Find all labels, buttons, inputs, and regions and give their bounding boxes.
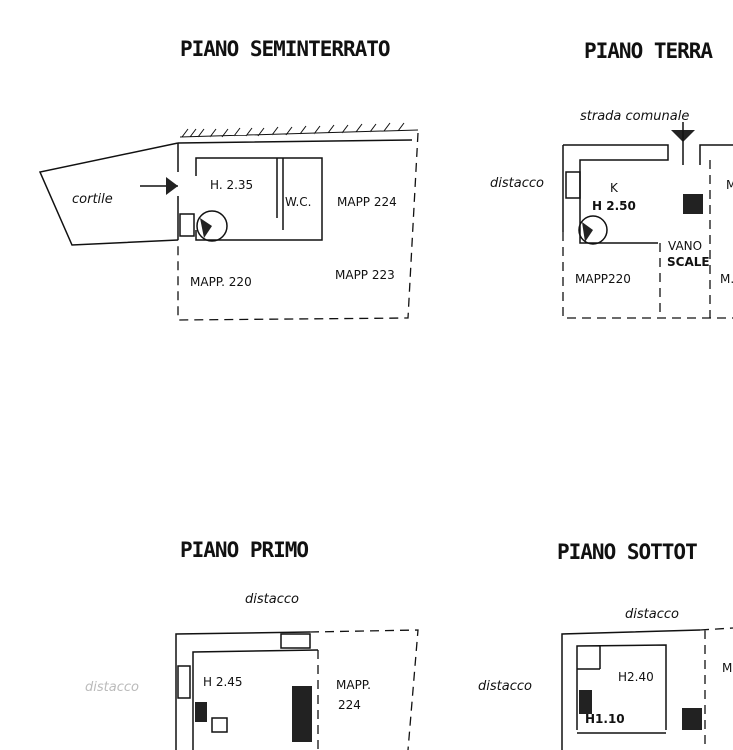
label-mapp-223: MAPP 223: [335, 268, 395, 282]
stair-icon: [211, 717, 228, 733]
entry-arrow-icon: [166, 177, 178, 195]
window-icon: [565, 171, 581, 199]
label-distacco: distacco: [478, 679, 532, 694]
plan-title: PIANO TERRA: [584, 39, 713, 63]
label-height: H. 2.35: [210, 178, 253, 192]
label-distacco: distacco: [490, 176, 544, 191]
outer-wall: [175, 631, 319, 750]
plan-seminterrato: PIANO SEMINTERRATO cortile H. 2.35 W.C. …: [38, 37, 419, 321]
spiral-stair-icon: [196, 210, 228, 242]
plan-title: PIANO SEMINTERRATO: [180, 37, 390, 61]
stair-icon: [683, 194, 703, 214]
label-wc: W.C.: [285, 195, 312, 209]
window-icon: [177, 665, 191, 699]
label-mapp-partial: M: [722, 661, 732, 675]
label-mapp: MAPP.: [336, 678, 371, 692]
label-kitchen: K: [610, 181, 619, 195]
plan-title: PIANO SOTTOT: [557, 540, 697, 564]
label-mapp-partial: M: [726, 178, 733, 192]
stair-icon: [579, 690, 592, 714]
outer-wall: [177, 139, 413, 240]
label-height: H1.10: [585, 712, 625, 726]
label-vano: VANO: [668, 239, 702, 253]
label-height: H2.40: [618, 670, 654, 684]
plan-terra: PIANO TERRA strada comunale distacco K H…: [490, 39, 733, 319]
stair-icon: [292, 686, 312, 742]
plan-title: PIANO PRIMO: [180, 538, 308, 562]
cortile-outline: [38, 142, 179, 246]
stair-icon: [195, 702, 207, 722]
label-height: H 2.45: [203, 675, 243, 689]
plan-sottotetto: PIANO SOTTOT distacco distacco H2.40 H1.…: [478, 540, 733, 750]
label-height: H 2.50: [592, 199, 636, 213]
property-boundary: [177, 132, 419, 321]
stair-icon: [280, 633, 311, 649]
label-mapp-220: MAPP220: [575, 272, 631, 286]
label-mapp-220: MAPP. 220: [190, 275, 252, 289]
property-boundary: [309, 629, 419, 750]
room-wall: [195, 157, 323, 241]
label-cortile: cortile: [72, 192, 113, 207]
label-scale: SCALE: [667, 255, 710, 269]
property-boundary: [699, 627, 733, 750]
stair-icon: [179, 213, 195, 237]
property-boundary: [562, 160, 733, 319]
label-mapp-partial: M.: [720, 272, 733, 286]
label-mapp-number: 224: [338, 698, 361, 712]
stair-icon: [682, 708, 702, 730]
label-distacco: distacco: [245, 592, 299, 607]
outer-wall: [562, 144, 733, 244]
label-distacco: distacco: [85, 680, 139, 695]
outer-wall: [561, 629, 701, 750]
label-mapp-224: MAPP 224: [337, 195, 397, 209]
hatch-boundary: [179, 122, 419, 138]
plan-primo: PIANO PRIMO distacco distacco H 2.45 MAP…: [85, 538, 419, 750]
label-distacco: distacco: [625, 607, 679, 622]
spiral-stair-icon: [578, 215, 608, 245]
label-strada-comunale: strada comunale: [580, 109, 689, 124]
